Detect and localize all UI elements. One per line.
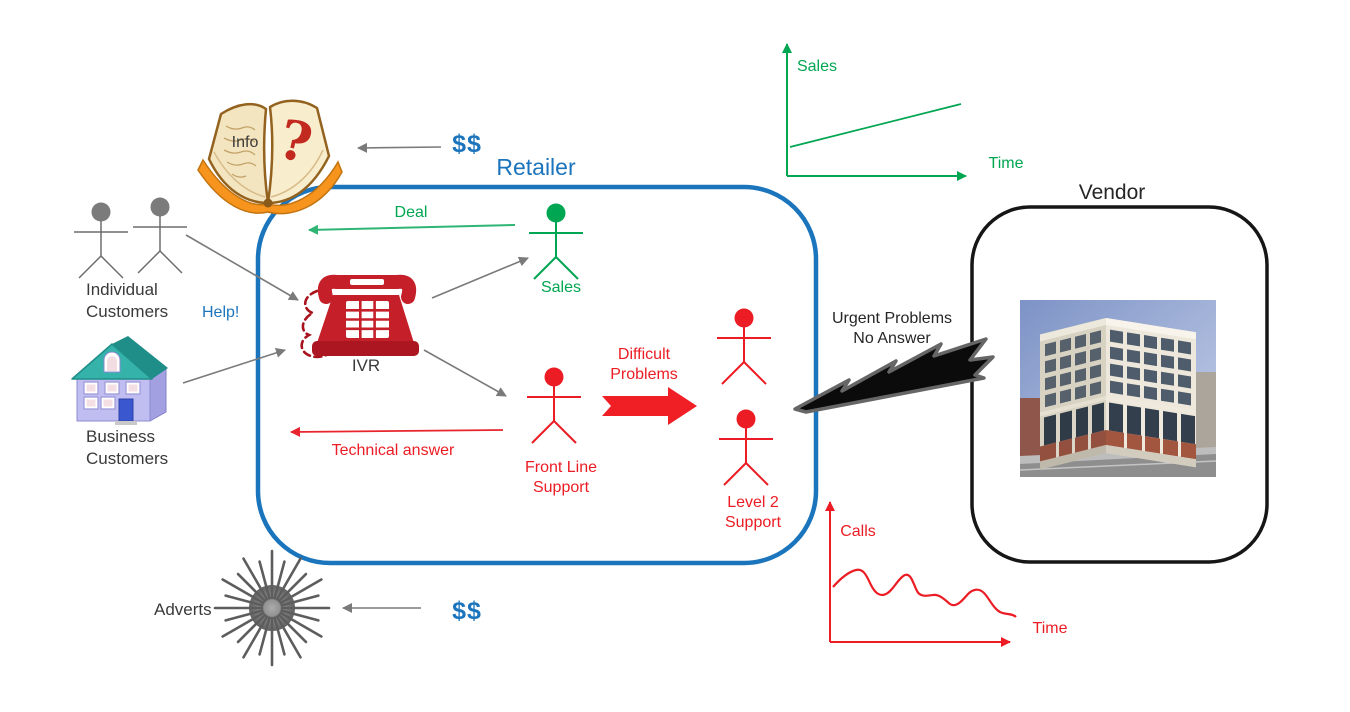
house-windows [83,381,141,410]
sales-time-axis-label: Time [988,155,1024,172]
sales-chart [782,43,967,181]
adverts-starburst-icon [213,549,331,667]
info-book-icon: ? [197,99,343,215]
front-line-support-label: Front Line Support [524,459,598,497]
arrow-ivr-to-sales [431,256,529,299]
book-page-squiggles [223,125,257,178]
arrow-ivr-to-frontline [423,349,507,397]
building-right-face [1106,318,1196,468]
individual-customer-figure-2 [132,196,188,274]
level2-support-label: Level 2 Support [724,494,782,532]
house-door [118,398,134,422]
phone-cord [300,289,338,359]
arrow-money-to-info [357,142,442,153]
individual-customer-figure-1 [73,201,129,279]
arrow-business-to-ivr [182,348,286,384]
difficult-problems-arrow [602,387,697,425]
calls-time-axis-label: Time [1032,620,1068,637]
ivr-phone-icon [300,274,419,359]
adverts-label: Adverts [154,600,212,619]
info-label: Info [231,134,259,151]
flow-arrows [182,142,529,613]
technical-answer-label: Technical answer [331,442,455,459]
vendor-boundary [970,205,1269,564]
vendor-title: Vendor [1078,181,1146,204]
deal-label: Deal [394,204,428,221]
money-top-label: $$ [452,130,482,158]
deal-arrow [308,224,516,235]
calls-axis-label: Calls [840,523,876,540]
lightning-bolt-icon [793,337,995,414]
sales-figure-label: Sales [540,279,582,296]
money-bottom-label: $$ [452,597,482,625]
calls-chart [825,501,1017,647]
sales-axis-label: Sales [796,58,838,75]
business-customers-label: Business Customers [86,427,169,468]
level2-support-figure-1 [716,307,772,385]
vendor-building-photo [1019,300,1217,477]
calls-trend-line [832,568,1017,618]
sales-figure [528,202,584,280]
individual-customers-label: Individual Customers [86,280,169,321]
urgent-problems-label: Urgent Problems No Answer [831,310,953,348]
ivr-label: IVR [351,356,381,375]
building-left-face [1040,318,1106,470]
sales-trend-line [789,103,962,148]
help-label: Help! [202,304,240,321]
technical-answer-arrow [290,426,504,437]
level2-support-figure-2 [718,408,774,486]
house-icon [71,336,168,425]
difficult-problems-label: Difficult Problems [610,346,678,384]
retailer-boundary [255,184,819,566]
retailer-title: Retailer [496,154,576,180]
front-line-support-figure [526,366,582,444]
arrow-individual-to-ivr [185,234,299,301]
